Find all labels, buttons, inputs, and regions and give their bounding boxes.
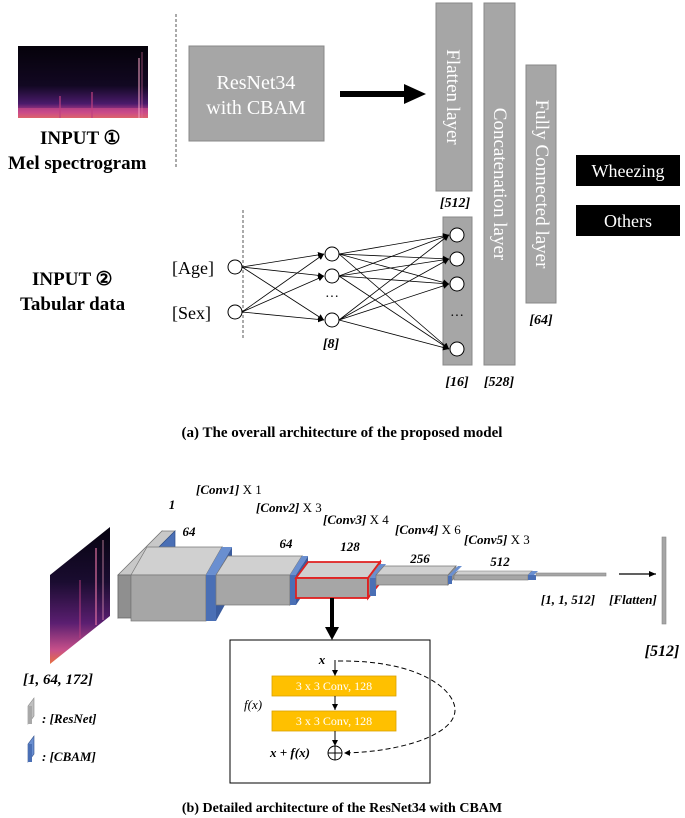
flatten-layer-label: Flatten layer <box>442 49 463 145</box>
input-node <box>227 304 243 320</box>
hidden1-to-hidden2-edge <box>338 253 450 350</box>
input1-line2: Mel spectrogram <box>8 153 147 174</box>
output-wheezing-label: Wheezing <box>592 161 665 181</box>
output-others-box <box>576 205 680 236</box>
hidden1-to-hidden2-edge <box>338 283 450 321</box>
resnet-box-line1: ResNet34 <box>217 72 296 94</box>
legend-resnet-label: : [ResNet] <box>42 711 97 726</box>
conv4-block-highlighted <box>294 559 386 601</box>
hidden1-to-hidden2-edge <box>338 258 450 321</box>
part-b: [1, 64, 172] <box>23 482 679 816</box>
conv4-stage-label: [Conv4] X 6 <box>395 522 461 537</box>
flatten-label: [Flatten] <box>609 592 657 607</box>
hidden1-node <box>324 246 340 262</box>
detail-arrow <box>325 598 339 640</box>
hidden1-to-hidden2-edge <box>338 253 450 262</box>
conv2-stage-label: [Conv2] X 3 <box>256 500 322 515</box>
legend-cbam-label: : [CBAM] <box>42 749 96 764</box>
flatten-layer-bar <box>435 2 473 192</box>
input-node <box>227 259 243 275</box>
hidden1-to-hidden2-edge <box>338 319 450 351</box>
hidden1-dim: [8] <box>323 337 340 352</box>
output-wheezing-box <box>576 155 680 186</box>
output-dim-label: [1, 1, 512] <box>541 592 595 607</box>
conv-block-1-label: 3 x 3 Conv, 128 <box>296 679 372 693</box>
conv2-block <box>130 545 232 622</box>
hidden1-ellipsis: ··· <box>325 290 339 305</box>
resnet-cbam-box <box>188 45 325 142</box>
tab-input-age: [Age] <box>172 258 214 278</box>
input2-line1: INPUT ② <box>32 269 113 290</box>
network-connections <box>241 233 450 351</box>
conv-block-1 <box>271 675 397 697</box>
conv1-stage-label: [Conv1] X 1 <box>196 482 262 497</box>
conv5-channels: 256 <box>409 551 430 566</box>
hidden1-to-hidden2-edge <box>338 253 450 286</box>
output-others-label: Others <box>604 211 652 231</box>
input-dim-label: [1, 64, 172] <box>23 672 93 688</box>
hidden2-ellipsis: ··· <box>450 309 464 324</box>
conv-block-2-label: 3 x 3 Conv, 128 <box>296 714 372 728</box>
part-a: INPUT ① Mel spectrogram ResNet34 with CB… <box>8 2 680 441</box>
hidden2-node <box>449 276 465 292</box>
block-input-x: x <box>318 652 326 667</box>
legend-cbam: : [CBAM] <box>27 735 96 764</box>
input-to-hidden1-edge <box>241 266 325 321</box>
concat-dim: [528] <box>484 375 515 390</box>
tab-input-sex: [Sex] <box>172 303 211 323</box>
concatenation-layer-label: Concatenation layer <box>489 108 510 261</box>
hidden1-to-hidden2-edge <box>338 256 450 277</box>
hidden2-dim: [16] <box>445 375 469 390</box>
sum-node <box>327 745 343 761</box>
conv2-channels: 64 <box>183 524 197 539</box>
hidden1-to-hidden2-edge <box>338 234 450 321</box>
input-to-hidden1-edge <box>241 253 325 313</box>
input1-line1: INPUT ① <box>40 128 121 149</box>
skip-connection <box>337 660 456 756</box>
fully-connected-layer-label: Fully Connected layer <box>531 100 552 270</box>
concatenation-layer-bar <box>483 2 516 366</box>
hidden2-node <box>449 251 465 267</box>
conv3-stage-label: [Conv3] X 4 <box>323 512 389 527</box>
hidden1-to-hidden2-edge <box>338 275 450 287</box>
hidden2-node <box>449 341 465 357</box>
resnet-box-line2: with CBAM <box>206 97 306 119</box>
input-to-hidden1-edge <box>241 251 325 268</box>
caption-b: (b) Detailed architecture of the ResNet3… <box>182 801 502 816</box>
flatten-output-bar <box>661 536 667 625</box>
hidden1-to-hidden2-edge <box>338 275 450 350</box>
conv3-channels: 64 <box>280 536 294 551</box>
fully-connected-layer-bar <box>525 64 557 304</box>
hidden1-node <box>324 268 340 284</box>
conv-block-2 <box>271 710 397 732</box>
input-to-hidden1-edge <box>241 311 325 323</box>
sum-label: x + f(x) <box>269 745 310 760</box>
conv4-channels: 128 <box>340 539 360 554</box>
caption-a: (a) The overall architecture of the prop… <box>182 425 503 441</box>
legend-resnet: : [ResNet] <box>27 697 97 726</box>
input-to-hidden1-edge <box>241 266 325 279</box>
conv5-block <box>375 565 462 586</box>
hidden1-node <box>324 312 340 328</box>
flatten-dim: [512] <box>440 196 471 211</box>
mel-spectrogram-image <box>18 46 148 118</box>
input2-line2: Tabular data <box>20 294 126 315</box>
hidden1-to-hidden2-edge <box>338 233 450 255</box>
input-to-hidden1-edge <box>241 275 325 313</box>
final-channels: 512 <box>490 554 510 569</box>
hidden2-node <box>449 227 465 243</box>
hidden1-to-hidden2-edge <box>338 234 450 277</box>
conv3-block <box>215 554 308 607</box>
fx-label: f(x) <box>244 697 262 712</box>
final-conv-block <box>453 570 538 581</box>
resnet-to-flatten-arrow <box>340 84 426 104</box>
output-vector-bar <box>535 572 607 577</box>
conv5-stage-label: [Conv5] X 3 <box>464 532 530 547</box>
input-spectrogram-image <box>50 527 110 664</box>
conv1-channels: 1 <box>169 497 176 512</box>
network-nodes <box>227 227 465 357</box>
final-dim-label: [512] <box>645 643 680 660</box>
fc-dim: [64] <box>529 313 553 328</box>
